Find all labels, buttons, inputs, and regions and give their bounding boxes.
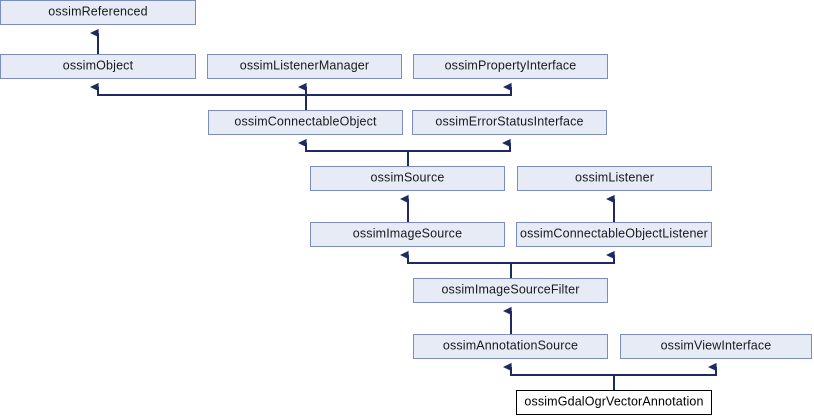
edge-ossimSource-ossimConnectableObject (298, 138, 409, 166)
class-node-label: ossimConnectableObjectListener (520, 226, 708, 241)
class-node-label: ossimObject (62, 58, 134, 73)
class-node-label: ossimImageSource (352, 226, 463, 241)
class-node-label: ossimSource (370, 170, 445, 185)
class-node-label: ossimErrorStatusInterface (435, 114, 584, 129)
edge-ossimImageSourceFilter-ossimConnectableObjectListener (511, 250, 615, 264)
class-node-ossimGdalOgrVectorAnnotation[interactable]: ossimGdalOgrVectorAnnotation (516, 390, 712, 415)
class-node-ossimErrorStatusInterface[interactable]: ossimErrorStatusInterface (412, 110, 607, 135)
class-node-ossimPropertyInterface[interactable]: ossimPropertyInterface (413, 54, 608, 79)
class-node-ossimListenerManager[interactable]: ossimListenerManager (207, 54, 402, 79)
class-node-ossimObject[interactable]: ossimObject (0, 54, 196, 79)
class-node-label: ossimReferenced (48, 4, 148, 19)
class-node-ossimImageSource[interactable]: ossimImageSource (310, 222, 505, 247)
class-node-ossimListener[interactable]: ossimListener (517, 166, 712, 191)
class-node-ossimReferenced[interactable]: ossimReferenced (0, 0, 196, 25)
class-node-ossimViewInterface[interactable]: ossimViewInterface (620, 334, 812, 359)
class-node-label: ossimGdalOgrVectorAnnotation (524, 394, 704, 409)
edge-ossimImageSourceFilter-ossimImageSource (400, 250, 512, 278)
class-node-ossimConnectableObject[interactable]: ossimConnectableObject (208, 110, 403, 135)
class-node-label: ossimListener (574, 170, 655, 185)
edge-ossimSource-ossimErrorStatusInterface (408, 138, 511, 152)
class-node-ossimImageSourceFilter[interactable]: ossimImageSourceFilter (413, 278, 608, 303)
edge-ossimGdalOgrVectorAnnotation-ossimViewInterface (614, 362, 717, 376)
class-node-label: ossimAnnotationSource (442, 338, 579, 353)
edge-ossimGdalOgrVectorAnnotation-ossimAnnotationSource (503, 362, 615, 390)
class-node-label: ossimPropertyInterface (444, 58, 577, 73)
class-node-label: ossimImageSourceFilter (441, 282, 580, 297)
class-node-label: ossimListenerManager (239, 58, 370, 73)
class-node-ossimSource[interactable]: ossimSource (310, 166, 505, 191)
edge-ossimConnectableObject-ossimPropertyInterface (306, 82, 512, 96)
class-node-label: ossimConnectableObject (234, 114, 377, 129)
class-node-ossimConnectableObjectListener[interactable]: ossimConnectableObjectListener (516, 222, 712, 247)
class-node-ossimAnnotationSource[interactable]: ossimAnnotationSource (413, 334, 608, 359)
class-node-label: ossimViewInterface (660, 338, 772, 353)
edge-ossimConnectableObject-ossimObject (90, 82, 307, 110)
